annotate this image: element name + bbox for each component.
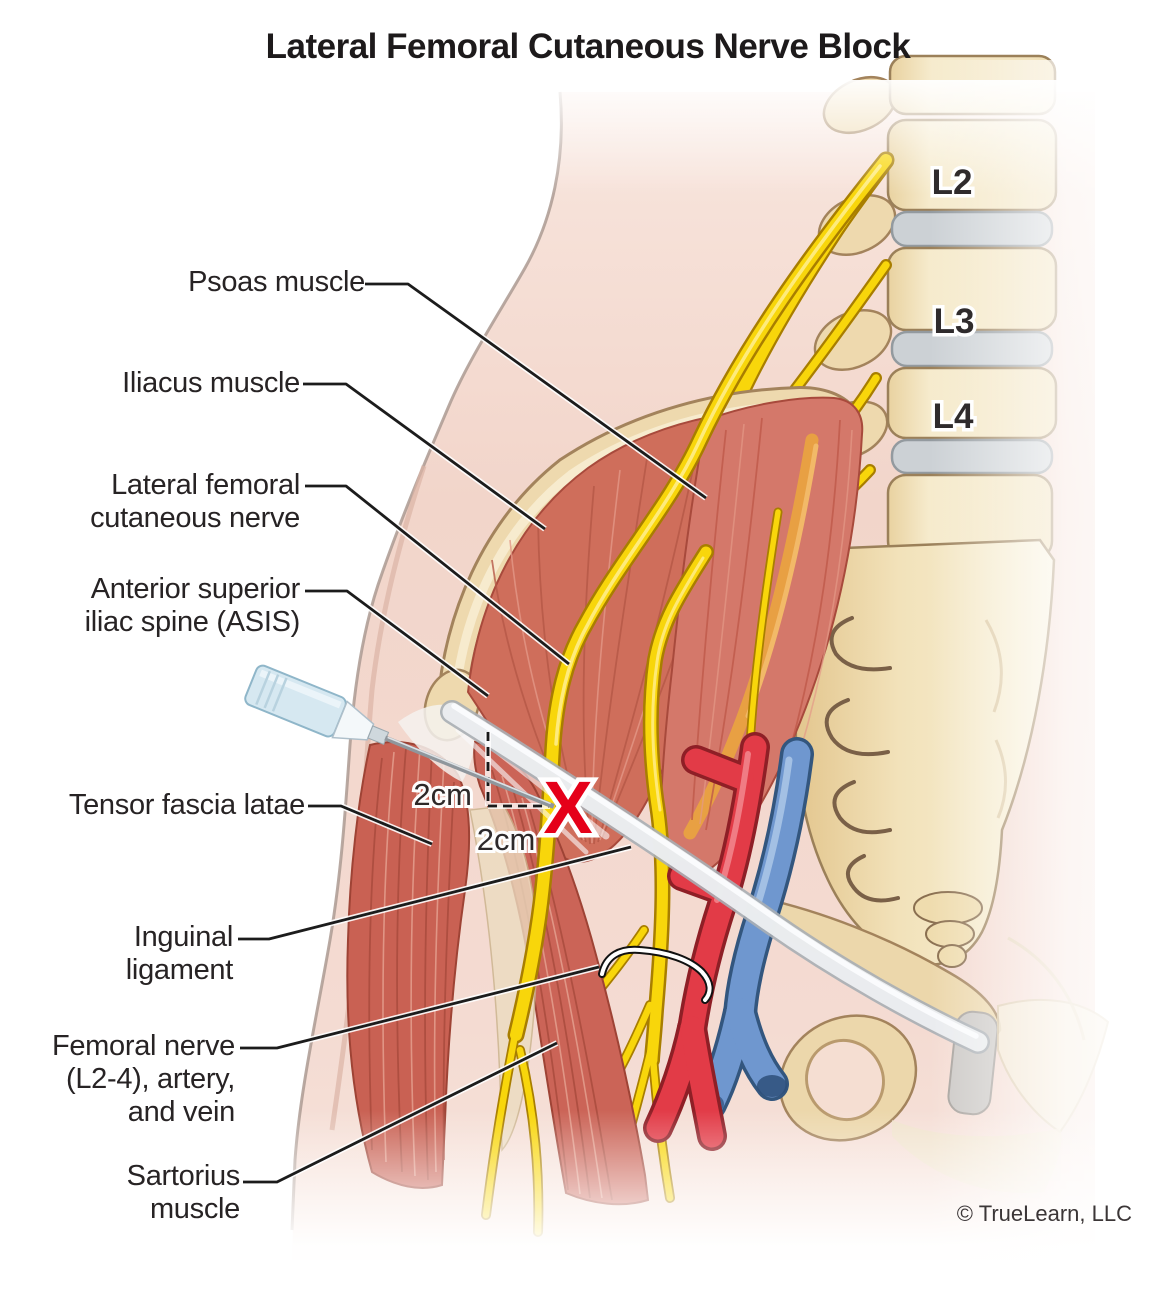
label-sartorius-muscle: Sartorius muscle <box>126 1160 241 1225</box>
leader-iliacus <box>303 382 546 531</box>
vessel-bracket-inner <box>600 947 712 1002</box>
bottom-fade <box>0 1110 1176 1292</box>
leader-inguinal <box>238 845 632 941</box>
leader-sartorius <box>243 1041 558 1184</box>
body-edge <box>290 91 563 1231</box>
label-tensor-fascia-latae: Tensor fascia latae <box>68 789 305 821</box>
leader-psoas <box>365 282 707 500</box>
vertebra-label-l3: L3 <box>934 302 975 341</box>
leader-lfcn <box>305 484 570 666</box>
copyright-notice: © TrueLearn, LLC <box>956 1201 1132 1226</box>
inguinal-ligament-group <box>440 700 990 1054</box>
label-inguinal-ligament: Inguinal ligament <box>125 921 234 986</box>
measurement-lines <box>485 732 550 809</box>
sacral-foramen <box>832 780 892 835</box>
injection-x-marker: X <box>543 766 592 849</box>
label-femoral-neurovascular: Femoral nerve (L2-4), artery, and vein <box>51 1030 235 1128</box>
inguinal-ligament <box>442 702 988 1052</box>
label-lateral-femoral-cutaneous-nerve: Lateral femoral cutaneous nerve <box>90 469 300 534</box>
label-asis: Anterior superior iliac spine (ASIS) <box>84 573 301 638</box>
needle-shaft <box>384 735 555 809</box>
label-iliacus-muscle: Iliacus muscle <box>122 367 300 399</box>
leader-lines <box>238 281 714 1185</box>
right-fade <box>930 60 1176 1292</box>
sacral-foramen <box>845 854 900 903</box>
sacral-foramen <box>824 698 890 757</box>
page-title: Lateral Femoral Cutaneous Nerve Block <box>265 27 911 66</box>
leader-tfl <box>308 804 433 846</box>
syringe-cone <box>331 700 375 741</box>
sacral-foramen <box>829 616 892 672</box>
leader-asis <box>305 589 489 698</box>
label-psoas-muscle: Psoas muscle <box>188 266 365 298</box>
measurement-2cm-horizontal: 2cm <box>477 822 536 857</box>
vertebra-label-l2: L2 <box>932 163 973 202</box>
measurement-2cm-vertical: 2cm <box>413 777 472 812</box>
syringe-needle <box>244 664 555 809</box>
leader-femoral <box>240 965 600 1050</box>
vertebra-label-l4: L4 <box>933 397 974 436</box>
femoral-artery <box>680 735 767 1042</box>
